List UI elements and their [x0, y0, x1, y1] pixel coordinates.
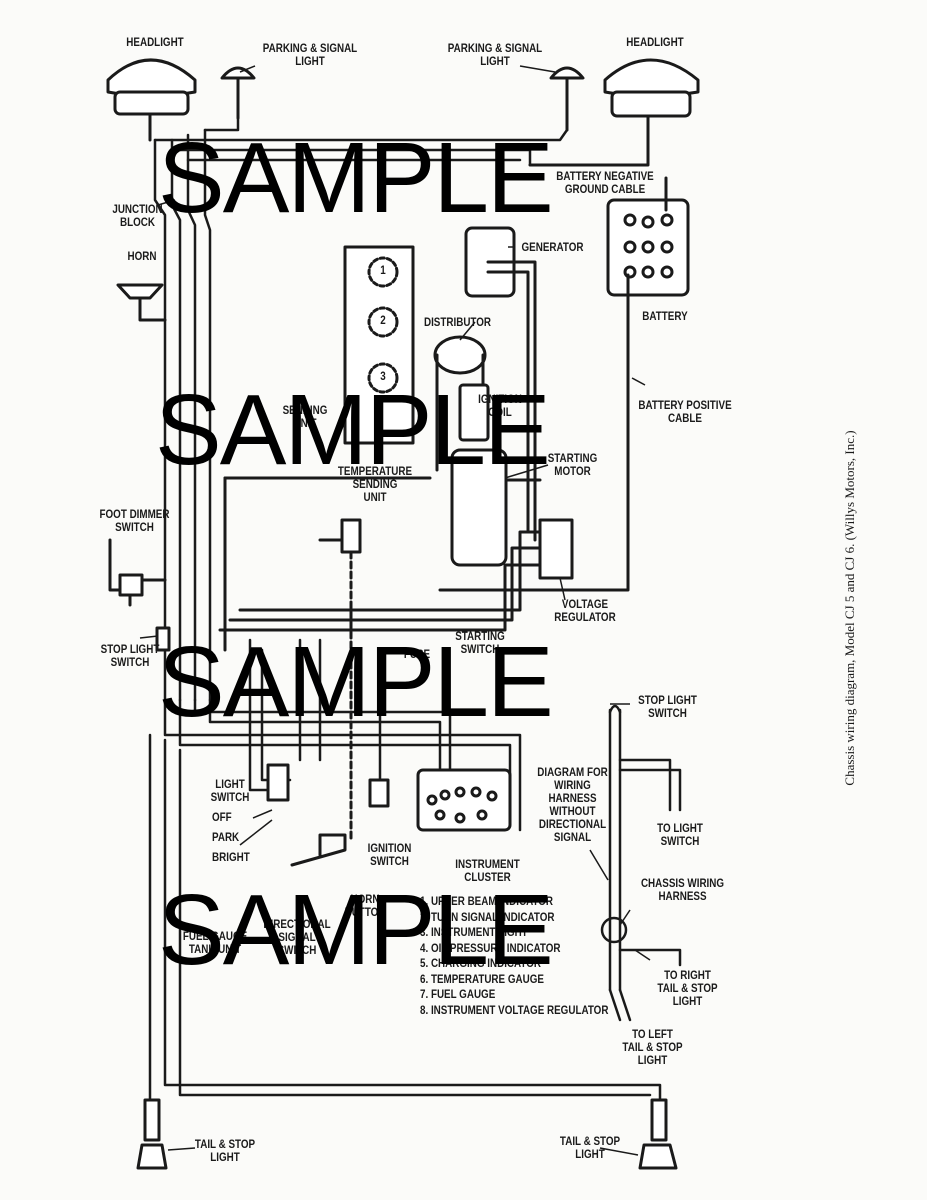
instrument-cluster: [416, 768, 512, 832]
parking-light-left: [220, 66, 256, 120]
foot-dimmer-switch: [108, 538, 167, 607]
voltage-regulator: [218, 518, 574, 632]
label-foot-dimmer: FOOT DIMMER SWITCH: [99, 507, 170, 534]
label-to-left-tail: TO LEFT TAIL & STOP LIGHT: [622, 1027, 683, 1067]
label-battery-positive: BATTERY POSITIVE CABLE: [638, 398, 732, 425]
sample-watermark: SAMPLE: [158, 122, 554, 234]
label-parking-signal-right: PARKING & SIGNAL LIGHT: [447, 41, 543, 68]
label-ignition-coil: IGNITION COIL: [478, 392, 522, 419]
ignition-switch: [368, 778, 390, 808]
legend-item: 2. TURN SIGNAL INDICATOR: [420, 909, 555, 924]
label-dist-2: 2: [380, 313, 386, 327]
main-harness: [153, 116, 569, 702]
label-voltage-regulator: VOLTAGE REGULATOR: [554, 597, 616, 624]
label-starting-switch: STARTING SWITCH: [455, 629, 505, 656]
legend-item: 8. INSTRUMENT VOLTAGE REGULATOR: [420, 1002, 609, 1017]
label-temperature-sending: TEMPERATURE SENDING UNIT: [337, 464, 413, 504]
figure-caption: Chassis wiring diagram, Model CJ 5 and C…: [842, 430, 857, 786]
label-junction-block: JUNCTION BLOCK: [112, 202, 163, 229]
headlight-left: [106, 58, 197, 142]
headlight-right: [528, 58, 700, 167]
legend-item: 4. OIL PRESSURE INDICATOR: [420, 940, 561, 955]
label-to-right-tail: TO RIGHT TAIL & STOP LIGHT: [657, 968, 718, 1008]
generator: [464, 226, 537, 542]
label-light-switch: LIGHT SWITCH: [210, 777, 250, 804]
label-instrument-cluster: INSTRUMENT CLUSTER: [455, 857, 520, 884]
sample-watermark: SAMPLE: [158, 874, 554, 986]
label-ignition-switch: IGNITION SWITCH: [367, 841, 412, 868]
label-diagram-harness: DIAGRAM FOR WIRING HARNESS WITHOUT DIREC…: [537, 765, 608, 844]
label-chassis-harness: CHASSIS WIRING HARNESS: [640, 876, 725, 903]
tail-light-left: [136, 1098, 168, 1170]
label-generator: GENERATOR: [521, 240, 584, 254]
legend-item: 6. TEMPERATURE GAUGE: [420, 971, 544, 986]
instrument-legend: 1. UPPER BEAM INDICATOR 2. TURN SIGNAL I…: [420, 894, 608, 1018]
label-fuse: FUSE: [403, 647, 431, 661]
starting-motor: [450, 448, 542, 567]
parking-light-right: [549, 66, 585, 132]
label-battery: BATTERY: [642, 309, 688, 323]
label-battery-negative: BATTERY NEGATIVE GROUND CABLE: [556, 169, 654, 196]
horn: [116, 283, 167, 322]
temperature-sending-unit: [223, 476, 432, 842]
dash-wiring: [163, 638, 522, 832]
label-starting-motor: STARTING MOTOR: [547, 451, 598, 478]
battery: [438, 176, 690, 592]
label-headlight-left: HEADLIGHT: [126, 35, 184, 49]
legend-item: 7. FUEL GAUGE: [420, 987, 496, 1001]
label-park: PARK: [212, 830, 240, 844]
label-dist-1: 1: [380, 263, 386, 277]
label-headlight-right: HEADLIGHT: [626, 35, 684, 49]
label-horn-button: HORN BUTTON: [344, 892, 386, 919]
label-directional-signal: DIRECTIONAL SIGNAL SWITCH: [263, 917, 331, 957]
engine-block: [343, 245, 415, 445]
label-to-light-switch: TO LIGHT SWITCH: [657, 821, 703, 848]
label-tail-stop-left: TAIL & STOP LIGHT: [194, 1137, 256, 1164]
legend-item: 3. INSTRUMENT LIGHT: [420, 925, 528, 939]
tail-light-right: [638, 1098, 678, 1170]
light-switch: [266, 763, 290, 802]
distributor: [433, 335, 487, 472]
horn-button: [290, 833, 347, 867]
label-off: OFF: [212, 810, 232, 824]
sample-watermark: SAMPLE: [155, 374, 551, 486]
legend-item: 1. UPPER BEAM INDICATOR: [420, 894, 554, 908]
label-stop-light-switch-left: STOP LIGHT SWITCH: [100, 642, 160, 669]
stop-light-switch-left: [155, 626, 171, 652]
label-fuel-gauge-tank: FUEL GAUGE TANK UNIT: [182, 929, 248, 956]
sample-watermark: SAMPLE: [158, 626, 554, 738]
label-tail-stop-right: TAIL & STOP LIGHT: [559, 1134, 621, 1161]
ignition-coil: [458, 383, 490, 442]
harness-diagram-right: [600, 704, 682, 1022]
label-dist-3: 3: [380, 369, 386, 383]
label-distributor: DISTRIBUTOR: [423, 315, 492, 329]
label-sending-unit: SENDING UNIT: [282, 403, 328, 430]
legend-item: 5. CHARGING INDICATOR: [420, 956, 542, 970]
label-parking-signal-left: PARKING & SIGNAL LIGHT: [262, 41, 358, 68]
label-horn: HORN: [127, 249, 157, 263]
label-stop-light-switch-right: STOP LIGHT SWITCH: [638, 693, 697, 720]
label-bright: BRIGHT: [212, 850, 250, 864]
